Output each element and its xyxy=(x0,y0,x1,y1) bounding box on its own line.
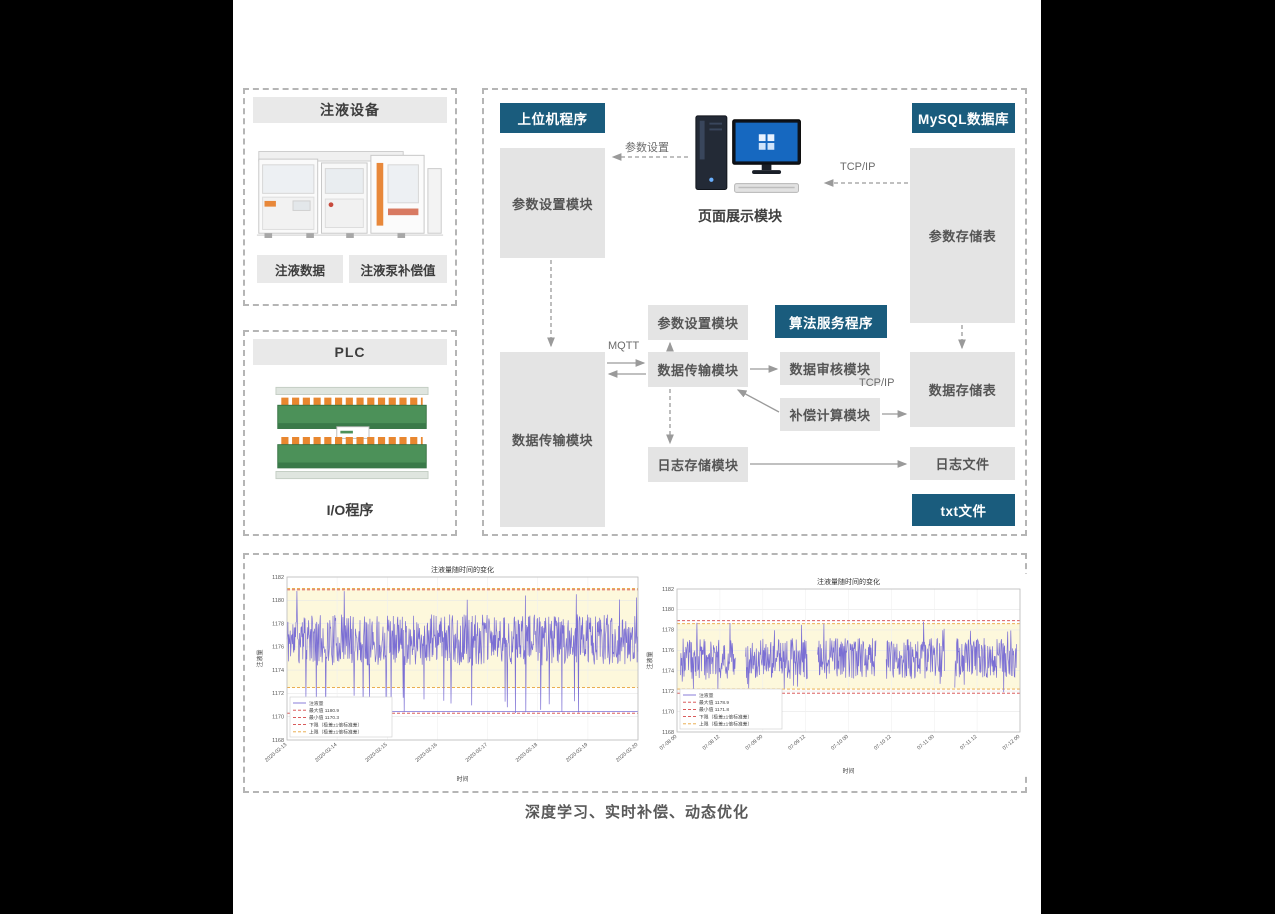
svg-text:1182: 1182 xyxy=(272,575,284,581)
module-log-file: 日志文件 xyxy=(910,447,1015,480)
module-data-audit: 数据审核模块 xyxy=(780,352,880,385)
svg-text:下限（极差±1倍标准差）: 下限（极差±1倍标准差） xyxy=(699,713,752,720)
equipment-label-injection-data: 注液数据 xyxy=(257,255,343,283)
svg-text:最小值 1170.3: 最小值 1170.3 xyxy=(309,714,339,721)
svg-text:注液量随时间的变化: 注液量随时间的变化 xyxy=(817,577,880,586)
plc-io-program-label: I/O程序 xyxy=(326,502,374,518)
svg-text:1172: 1172 xyxy=(272,691,284,697)
svg-text:1176: 1176 xyxy=(272,645,284,651)
svg-text:最大值 1180.9: 最大值 1180.9 xyxy=(309,707,339,714)
svg-text:1174: 1174 xyxy=(662,669,674,675)
svg-text:1178: 1178 xyxy=(272,621,284,627)
module-param-storage-table: 参数存储表 xyxy=(910,148,1015,323)
module-data-transfer-mid: 数据传输模块 xyxy=(648,352,748,387)
svg-text:1182: 1182 xyxy=(662,587,674,593)
module-compensation-calc: 补偿计算模块 xyxy=(780,398,880,431)
svg-text:注液量随时间的变化: 注液量随时间的变化 xyxy=(431,565,494,574)
svg-text:1170: 1170 xyxy=(272,715,284,721)
slide: 注液设备 xyxy=(233,0,1041,914)
module-param-setting-mid: 参数设置模块 xyxy=(648,305,748,340)
svg-text:最小值 1171.8: 最小值 1171.8 xyxy=(699,706,729,713)
computer-illustration xyxy=(695,115,801,193)
plc-io-module-illustration xyxy=(275,386,429,480)
svg-text:1172: 1172 xyxy=(662,689,674,695)
svg-text:时间: 时间 xyxy=(456,775,468,783)
svg-text:注液量: 注液量 xyxy=(256,649,264,667)
svg-text:1174: 1174 xyxy=(272,668,284,674)
svg-text:注液量: 注液量 xyxy=(646,651,654,669)
svg-text:时间: 时间 xyxy=(842,767,854,775)
equipment-panel-title: 注液设备 xyxy=(253,97,447,123)
module-log-storage: 日志存储模块 xyxy=(648,447,748,482)
svg-text:1180: 1180 xyxy=(662,607,674,613)
slide-caption: 深度学习、实时补偿、动态优化 xyxy=(524,804,749,821)
svg-text:上限（极差±1倍标准差）: 上限（极差±1倍标准差） xyxy=(309,729,362,736)
svg-text:注液量: 注液量 xyxy=(309,700,324,707)
module-param-setting-left: 参数设置模块 xyxy=(500,148,605,258)
svg-text:1176: 1176 xyxy=(662,648,674,654)
equipment-label-pump-compensation: 注液泵补偿值 xyxy=(349,255,447,283)
plc-panel-title: PLC xyxy=(253,339,447,365)
svg-text:下限（极差±1倍标准差）: 下限（极差±1倍标准差） xyxy=(309,721,362,728)
mqtt-edge-label: MQTT xyxy=(608,340,640,352)
injection-equipment-illustration xyxy=(256,151,444,238)
module-data-transfer-left: 数据传输模块 xyxy=(500,352,605,527)
host-program-badge: 上位机程序 xyxy=(500,103,605,133)
module-page-display: 页面展示模块 xyxy=(698,208,782,224)
tcpip-mid-edge-label: TCP/IP xyxy=(859,377,895,389)
svg-text:1168: 1168 xyxy=(272,738,284,744)
plc-panel: PLC I/O程序 xyxy=(243,330,457,536)
svg-text:1180: 1180 xyxy=(272,598,284,604)
svg-text:1178: 1178 xyxy=(662,628,674,634)
param-setting-edge-label: 参数设置 xyxy=(625,142,669,154)
txt-file-badge: txt文件 xyxy=(912,494,1015,526)
svg-text:1170: 1170 xyxy=(662,709,674,715)
module-data-storage-table: 数据存储表 xyxy=(910,352,1015,427)
equipment-panel: 注液设备 xyxy=(243,88,457,306)
svg-text:上限（极差±1倍标准差）: 上限（极差±1倍标准差） xyxy=(699,721,752,728)
svg-text:1168: 1168 xyxy=(662,730,674,736)
tcpip-top-edge-label: TCP/IP xyxy=(840,161,876,173)
svg-text:注液量: 注液量 xyxy=(699,692,714,699)
algorithm-service-badge: 算法服务程序 xyxy=(775,305,887,338)
mysql-database-badge: MySQL数据库 xyxy=(912,103,1015,133)
svg-text:最大值 1178.9: 最大值 1178.9 xyxy=(699,699,729,706)
